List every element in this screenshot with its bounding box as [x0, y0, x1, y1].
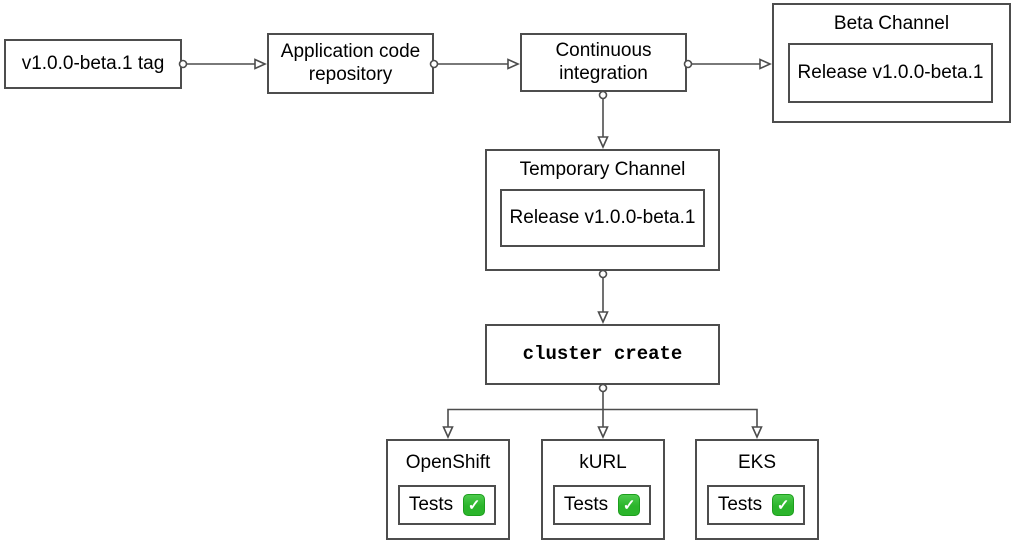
check-icon: ✓ — [618, 494, 641, 516]
node-eks: EKS Tests ✓ — [695, 439, 819, 540]
node-app-code-repository: Application code repository — [267, 33, 434, 94]
temporary-release-label: Release v1.0.0-beta.1 — [509, 206, 696, 228]
node-openshift-tests: Tests ✓ — [398, 485, 496, 525]
beta-channel-title: Beta Channel — [833, 12, 950, 34]
beta-release-label: Release v1.0.0-beta.1 — [797, 61, 984, 83]
check-icon-glyph: ✓ — [622, 496, 636, 514]
node-beta-release: Release v1.0.0-beta.1 — [788, 43, 993, 103]
temporary-channel-title: Temporary Channel — [519, 158, 686, 180]
node-version-tag: v1.0.0-beta.1 tag — [4, 39, 182, 89]
node-kurl-tests: Tests ✓ — [553, 485, 651, 525]
check-icon-glyph: ✓ — [467, 496, 481, 514]
edge-cluster-create-to-eks — [603, 408, 763, 439]
cluster-create-label: cluster create — [522, 343, 683, 366]
edge-cluster-create-to-openshift — [442, 408, 603, 439]
check-icon: ✓ — [463, 494, 486, 516]
node-app-code-repository-label: Application code repository — [280, 40, 421, 85]
check-icon: ✓ — [772, 494, 795, 516]
node-continuous-integration-label: Continuous integration — [555, 39, 652, 84]
node-version-tag-label: v1.0.0-beta.1 tag — [21, 52, 165, 74]
node-eks-tests: Tests ✓ — [707, 485, 805, 525]
node-temporary-channel: Temporary Channel Release v1.0.0-beta.1 — [485, 149, 720, 271]
node-cluster-create: cluster create — [485, 324, 720, 385]
kurl-tests-label: Tests — [563, 493, 609, 515]
node-continuous-integration: Continuous integration — [520, 33, 687, 92]
node-openshift: OpenShift Tests ✓ — [386, 439, 510, 540]
eks-tests-label: Tests — [717, 493, 763, 515]
openshift-tests-label: Tests — [408, 493, 454, 515]
node-kurl: kURL Tests ✓ — [541, 439, 665, 540]
check-icon-glyph: ✓ — [776, 496, 790, 514]
node-beta-channel: Beta Channel Release v1.0.0-beta.1 — [772, 3, 1011, 123]
eks-title: EKS — [737, 451, 777, 473]
openshift-title: OpenShift — [405, 451, 491, 473]
node-temporary-release: Release v1.0.0-beta.1 — [500, 189, 705, 247]
kurl-title: kURL — [579, 451, 627, 473]
